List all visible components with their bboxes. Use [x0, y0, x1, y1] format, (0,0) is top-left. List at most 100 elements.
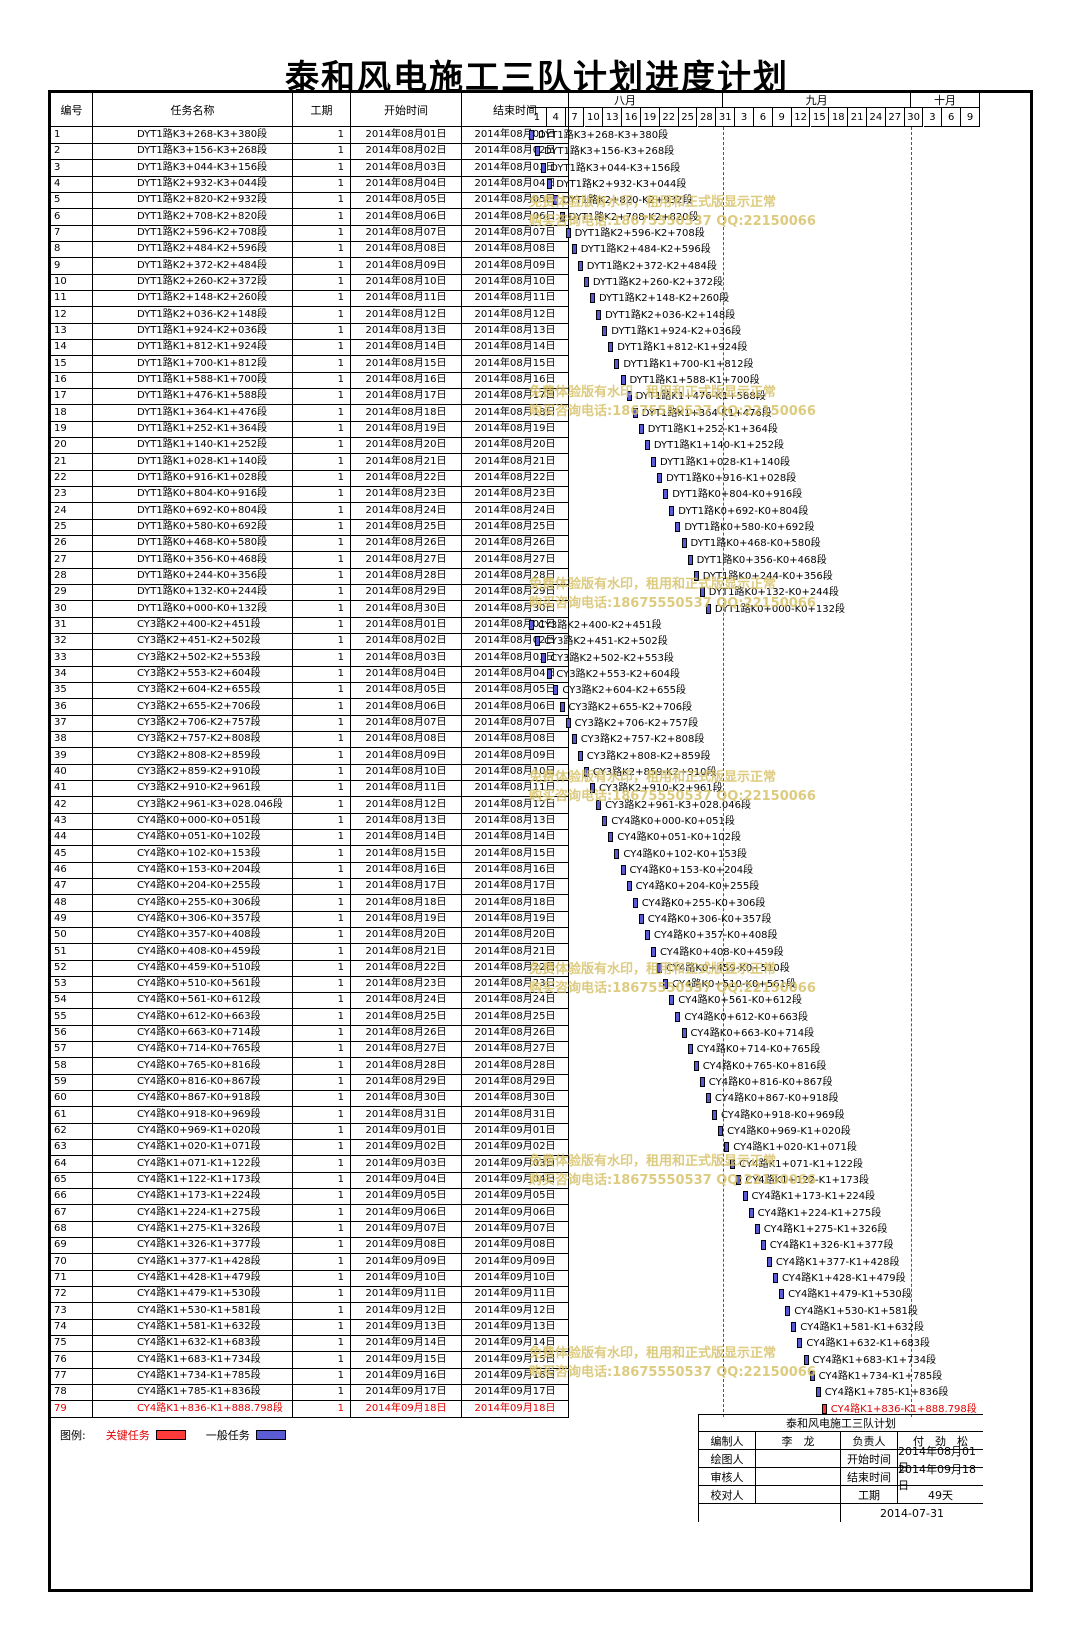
task-bar-label: CY4路K0+612-K0+663段: [684, 1011, 809, 1023]
day-tick: 9: [961, 108, 980, 127]
task-bar: [736, 1175, 742, 1186]
task-end: 2014年09月18日: [462, 1400, 569, 1418]
task-name: DYT1路K1+028-K1+140段: [93, 453, 293, 471]
task-end: 2014年08月02日: [462, 143, 569, 161]
day-tick: 13: [603, 108, 623, 127]
task-start: 2014年08月16日: [351, 861, 462, 879]
task-name: DYT1路K1+924-K2+036段: [93, 322, 293, 340]
info-end-label: 结束时间: [840, 1468, 897, 1486]
info-editor: 李 龙: [755, 1432, 840, 1450]
task-no: 34: [51, 665, 93, 683]
task-start: 2014年09月07日: [351, 1221, 462, 1239]
task-end: 2014年08月19日: [462, 910, 569, 928]
legend-normal-label: 一般任务: [205, 1429, 250, 1442]
task-bar-label: CY4路K1+632-K1+683段: [806, 1338, 931, 1350]
task-name: CY4路K1+683-K1+734段: [93, 1351, 293, 1369]
task-start: 2014年08月10日: [351, 273, 462, 291]
task-name: CY4路K0+357-K0+408段: [93, 927, 293, 945]
task-no: 75: [51, 1335, 93, 1353]
watermark-text: 免费体验版有水印，租用和正式版显示正常购买咨询电话:18675550537 QQ…: [529, 383, 816, 421]
task-name: CY4路K1+428-K1+479段: [93, 1270, 293, 1288]
task-bar-label: CY4路K0+867-K0+918段: [714, 1093, 839, 1105]
task-bar-label: CY4路K0+255-K0+306段: [641, 897, 766, 909]
day-tick: 15: [810, 108, 830, 127]
task-name: DYT1路K2+932-K3+044段: [93, 175, 293, 193]
task-duration: 1: [293, 796, 351, 814]
task-start: 2014年09月16日: [351, 1368, 462, 1386]
task-duration: 1: [293, 1253, 351, 1271]
info-drawer: [755, 1450, 840, 1468]
day-tick: 28: [697, 108, 717, 127]
info-checker-label: 校对人: [698, 1486, 755, 1504]
task-bar-label: CY3路K2+451-K2+502段: [544, 636, 668, 648]
task-end: 2014年09月10日: [462, 1270, 569, 1288]
task-end: 2014年08月15日: [462, 845, 569, 863]
task-duration: 1: [293, 1384, 351, 1402]
info-blank: [698, 1504, 840, 1522]
task-bar: [559, 211, 565, 222]
task-bar: [614, 358, 620, 369]
task-bar: [529, 130, 534, 140]
task-no: 28: [51, 567, 93, 585]
task-start: 2014年08月02日: [351, 143, 462, 161]
task-end: 2014年08月23日: [462, 976, 569, 994]
task-no: 24: [51, 502, 93, 520]
task-no: 73: [51, 1302, 93, 1320]
task-no: 51: [51, 943, 93, 961]
task-duration: 1: [293, 665, 351, 683]
day-tick: 19: [641, 108, 660, 127]
day-tick: 3: [923, 108, 943, 127]
task-end: 2014年08月17日: [462, 878, 569, 896]
task-start: 2014年09月13日: [351, 1319, 462, 1337]
task-duration: 1: [293, 224, 351, 242]
task-start: 2014年08月14日: [351, 339, 462, 357]
task-start: 2014年08月11日: [351, 780, 462, 798]
task-start: 2014年08月09日: [351, 257, 462, 275]
task-bar: [596, 309, 602, 320]
task-end: 2014年08月18日: [462, 894, 569, 912]
task-no: 18: [51, 404, 93, 422]
task-start: 2014年08月22日: [351, 469, 462, 487]
task-end: 2014年08月20日: [462, 437, 569, 455]
task-name: DYT1路K2+708-K2+820段: [93, 208, 293, 226]
task-end: 2014年08月13日: [462, 322, 569, 340]
task-name: CY4路K1+122-K1+173段: [93, 1172, 293, 1190]
task-end: 2014年08月13日: [462, 812, 569, 830]
task-name: CY4路K1+071-K1+122段: [93, 1155, 293, 1173]
task-no: 22: [51, 469, 93, 487]
task-end: 2014年08月10日: [462, 763, 569, 781]
day-tick: 25: [678, 108, 698, 127]
task-name: DYT1路K1+364-K1+476段: [93, 404, 293, 422]
task-start: 2014年08月01日: [351, 127, 462, 144]
task-bar: [590, 293, 595, 304]
task-bar-label: DYT1路K1+476-K1+588段: [635, 391, 766, 403]
task-start: 2014年09月14日: [351, 1335, 462, 1353]
task-start: 2014年08月03日: [351, 649, 462, 667]
task-bar: [571, 244, 577, 255]
task-name: DYT1路K2+596-K2+708段: [93, 224, 293, 242]
task-bar-label: CY4路K0+000-K0+051段: [611, 815, 735, 827]
task-duration: 1: [293, 453, 351, 471]
task-no: 71: [51, 1270, 93, 1288]
task-bar: [791, 1322, 797, 1333]
task-end: 2014年08月02日: [462, 633, 569, 651]
task-duration: 1: [293, 518, 351, 536]
task-name: DYT1路K1+476-K1+588段: [93, 388, 293, 406]
legend: 图例: 关键任务 一般任务: [60, 1427, 286, 1443]
legend-critical-label: 关键任务: [105, 1429, 150, 1442]
task-end: 2014年08月09日: [462, 747, 569, 765]
task-no: 10: [51, 273, 93, 291]
task-end: 2014年08月09日: [462, 257, 569, 275]
task-duration: 1: [293, 1155, 351, 1173]
task-end: 2014年08月22日: [462, 959, 569, 977]
task-bar-label: CY3路K2+706-K2+757段: [574, 717, 699, 729]
task-end: 2014年08月21日: [462, 453, 569, 471]
